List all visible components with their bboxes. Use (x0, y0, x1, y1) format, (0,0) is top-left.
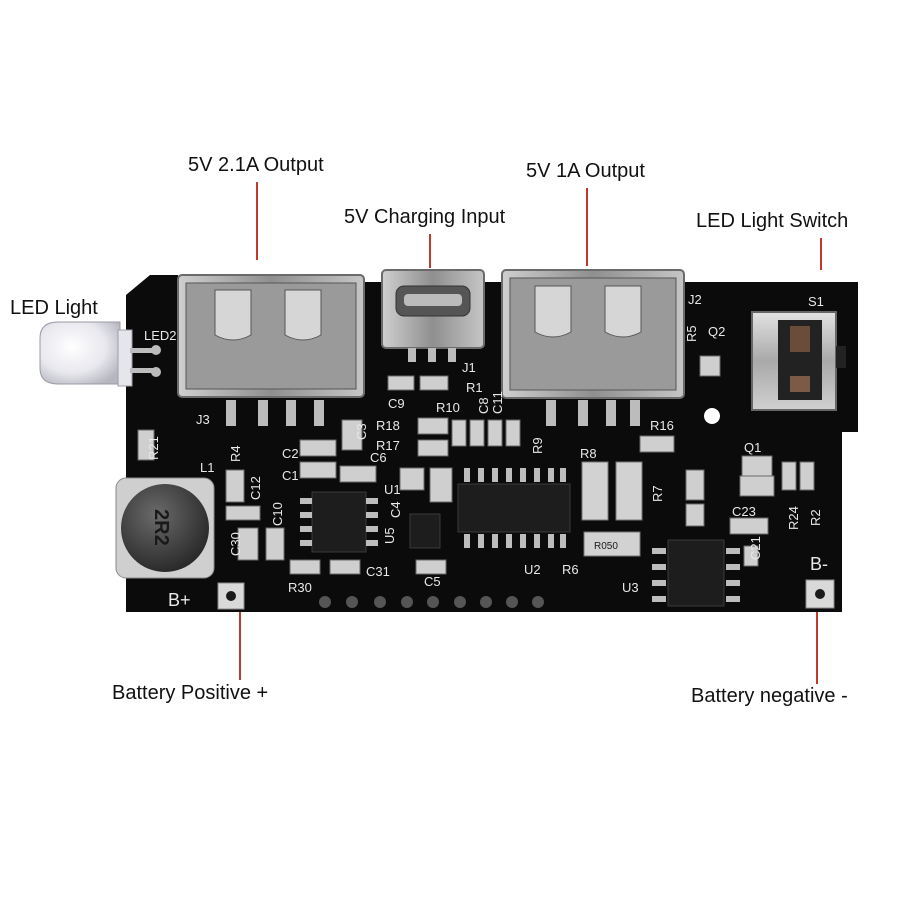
silk-l1: L1 (200, 460, 214, 475)
callout-led-switch: LED Light Switch (696, 210, 849, 232)
silk-r6: R6 (562, 562, 579, 577)
silk-c30: C30 (228, 532, 243, 556)
leader-battery-positive (239, 612, 241, 680)
silk-q2: Q2 (708, 324, 725, 339)
silk-j3: J3 (196, 412, 210, 427)
passive-components (137, 355, 815, 575)
silk-u1: U1 (384, 482, 401, 497)
sense-resistor-marking: R050 (594, 541, 618, 552)
silk-r8: R8 (580, 446, 597, 461)
silk-r24: R24 (786, 506, 801, 530)
leader-led-switch (820, 238, 822, 270)
edge-pin-row (319, 596, 544, 608)
silk-r30: R30 (288, 580, 312, 595)
ic-u3 (652, 539, 740, 607)
callout-battery-positive: Battery Positive + (112, 682, 269, 704)
silk-c10: C10 (270, 502, 285, 526)
sense-resistors (581, 461, 643, 557)
silk-c2: C2 (282, 446, 299, 461)
silk-c6: C6 (370, 450, 387, 465)
leader-battery-negative (816, 612, 818, 684)
ic-u2 (457, 468, 571, 548)
silk-u3: U3 (622, 580, 639, 595)
battery-negative-pad (805, 579, 835, 609)
leader-charging-input (429, 234, 431, 268)
silk-u2: U2 (524, 562, 541, 577)
callout-charging-input: 5V Charging Input (344, 206, 506, 228)
silk-c12: C12 (248, 476, 263, 500)
silk-b-plus: B+ (168, 590, 191, 610)
callout-battery-negative: Battery negative - (691, 685, 848, 707)
silk-c21: C21 (748, 536, 763, 560)
silk-c4: C4 (388, 501, 403, 518)
silk-r17: R17 (376, 438, 400, 453)
silk-r10: R10 (436, 400, 460, 415)
inductor-l1 (115, 477, 215, 579)
silk-r16: R16 (650, 418, 674, 433)
inductor-marking: 2R2 (150, 509, 172, 546)
leader-output-21a (256, 182, 258, 260)
ic-u1 (300, 491, 378, 553)
silk-r9: R9 (530, 437, 545, 454)
silk-j2: J2 (688, 292, 702, 307)
callout-led-light: LED Light (10, 297, 98, 319)
silk-b-minus: B- (810, 554, 828, 574)
silk-r5: R5 (684, 325, 699, 342)
silk-c3: C3 (354, 423, 369, 440)
led-light (39, 321, 161, 387)
silk-r21: R21 (146, 436, 161, 460)
silk-r2: R2 (808, 509, 823, 526)
silk-r18: R18 (376, 418, 400, 433)
silk-r1: R1 (466, 380, 483, 395)
led-light-switch (751, 311, 846, 411)
callout-output-21a: 5V 2.1A Output (188, 154, 324, 176)
silk-q1: Q1 (744, 440, 761, 455)
battery-positive-pad (217, 582, 245, 610)
silk-c1: C1 (282, 468, 299, 483)
silk-r4: R4 (228, 445, 243, 462)
usb-port-1a (501, 269, 685, 426)
leader-output-1a (586, 188, 588, 266)
silk-c9: C9 (388, 396, 405, 411)
callout-output-1a: 5V 1A Output (526, 160, 645, 182)
silk-u5: U5 (382, 527, 397, 544)
silk-c31: C31 (366, 564, 390, 579)
silk-r7: R7 (650, 485, 665, 502)
usb-port-21a (177, 274, 365, 426)
silk-j1: J1 (462, 360, 476, 375)
silk-led2: LED2 (144, 328, 177, 343)
mount-hole-right (704, 408, 720, 424)
ic-u5 (409, 513, 441, 549)
silk-c5: C5 (424, 574, 441, 589)
silk-c8: C8 (476, 397, 491, 414)
silk-s1: S1 (808, 294, 824, 309)
silk-c23: C23 (732, 504, 756, 519)
micro-usb-input (381, 269, 485, 362)
silk-c11: C11 (490, 391, 505, 414)
